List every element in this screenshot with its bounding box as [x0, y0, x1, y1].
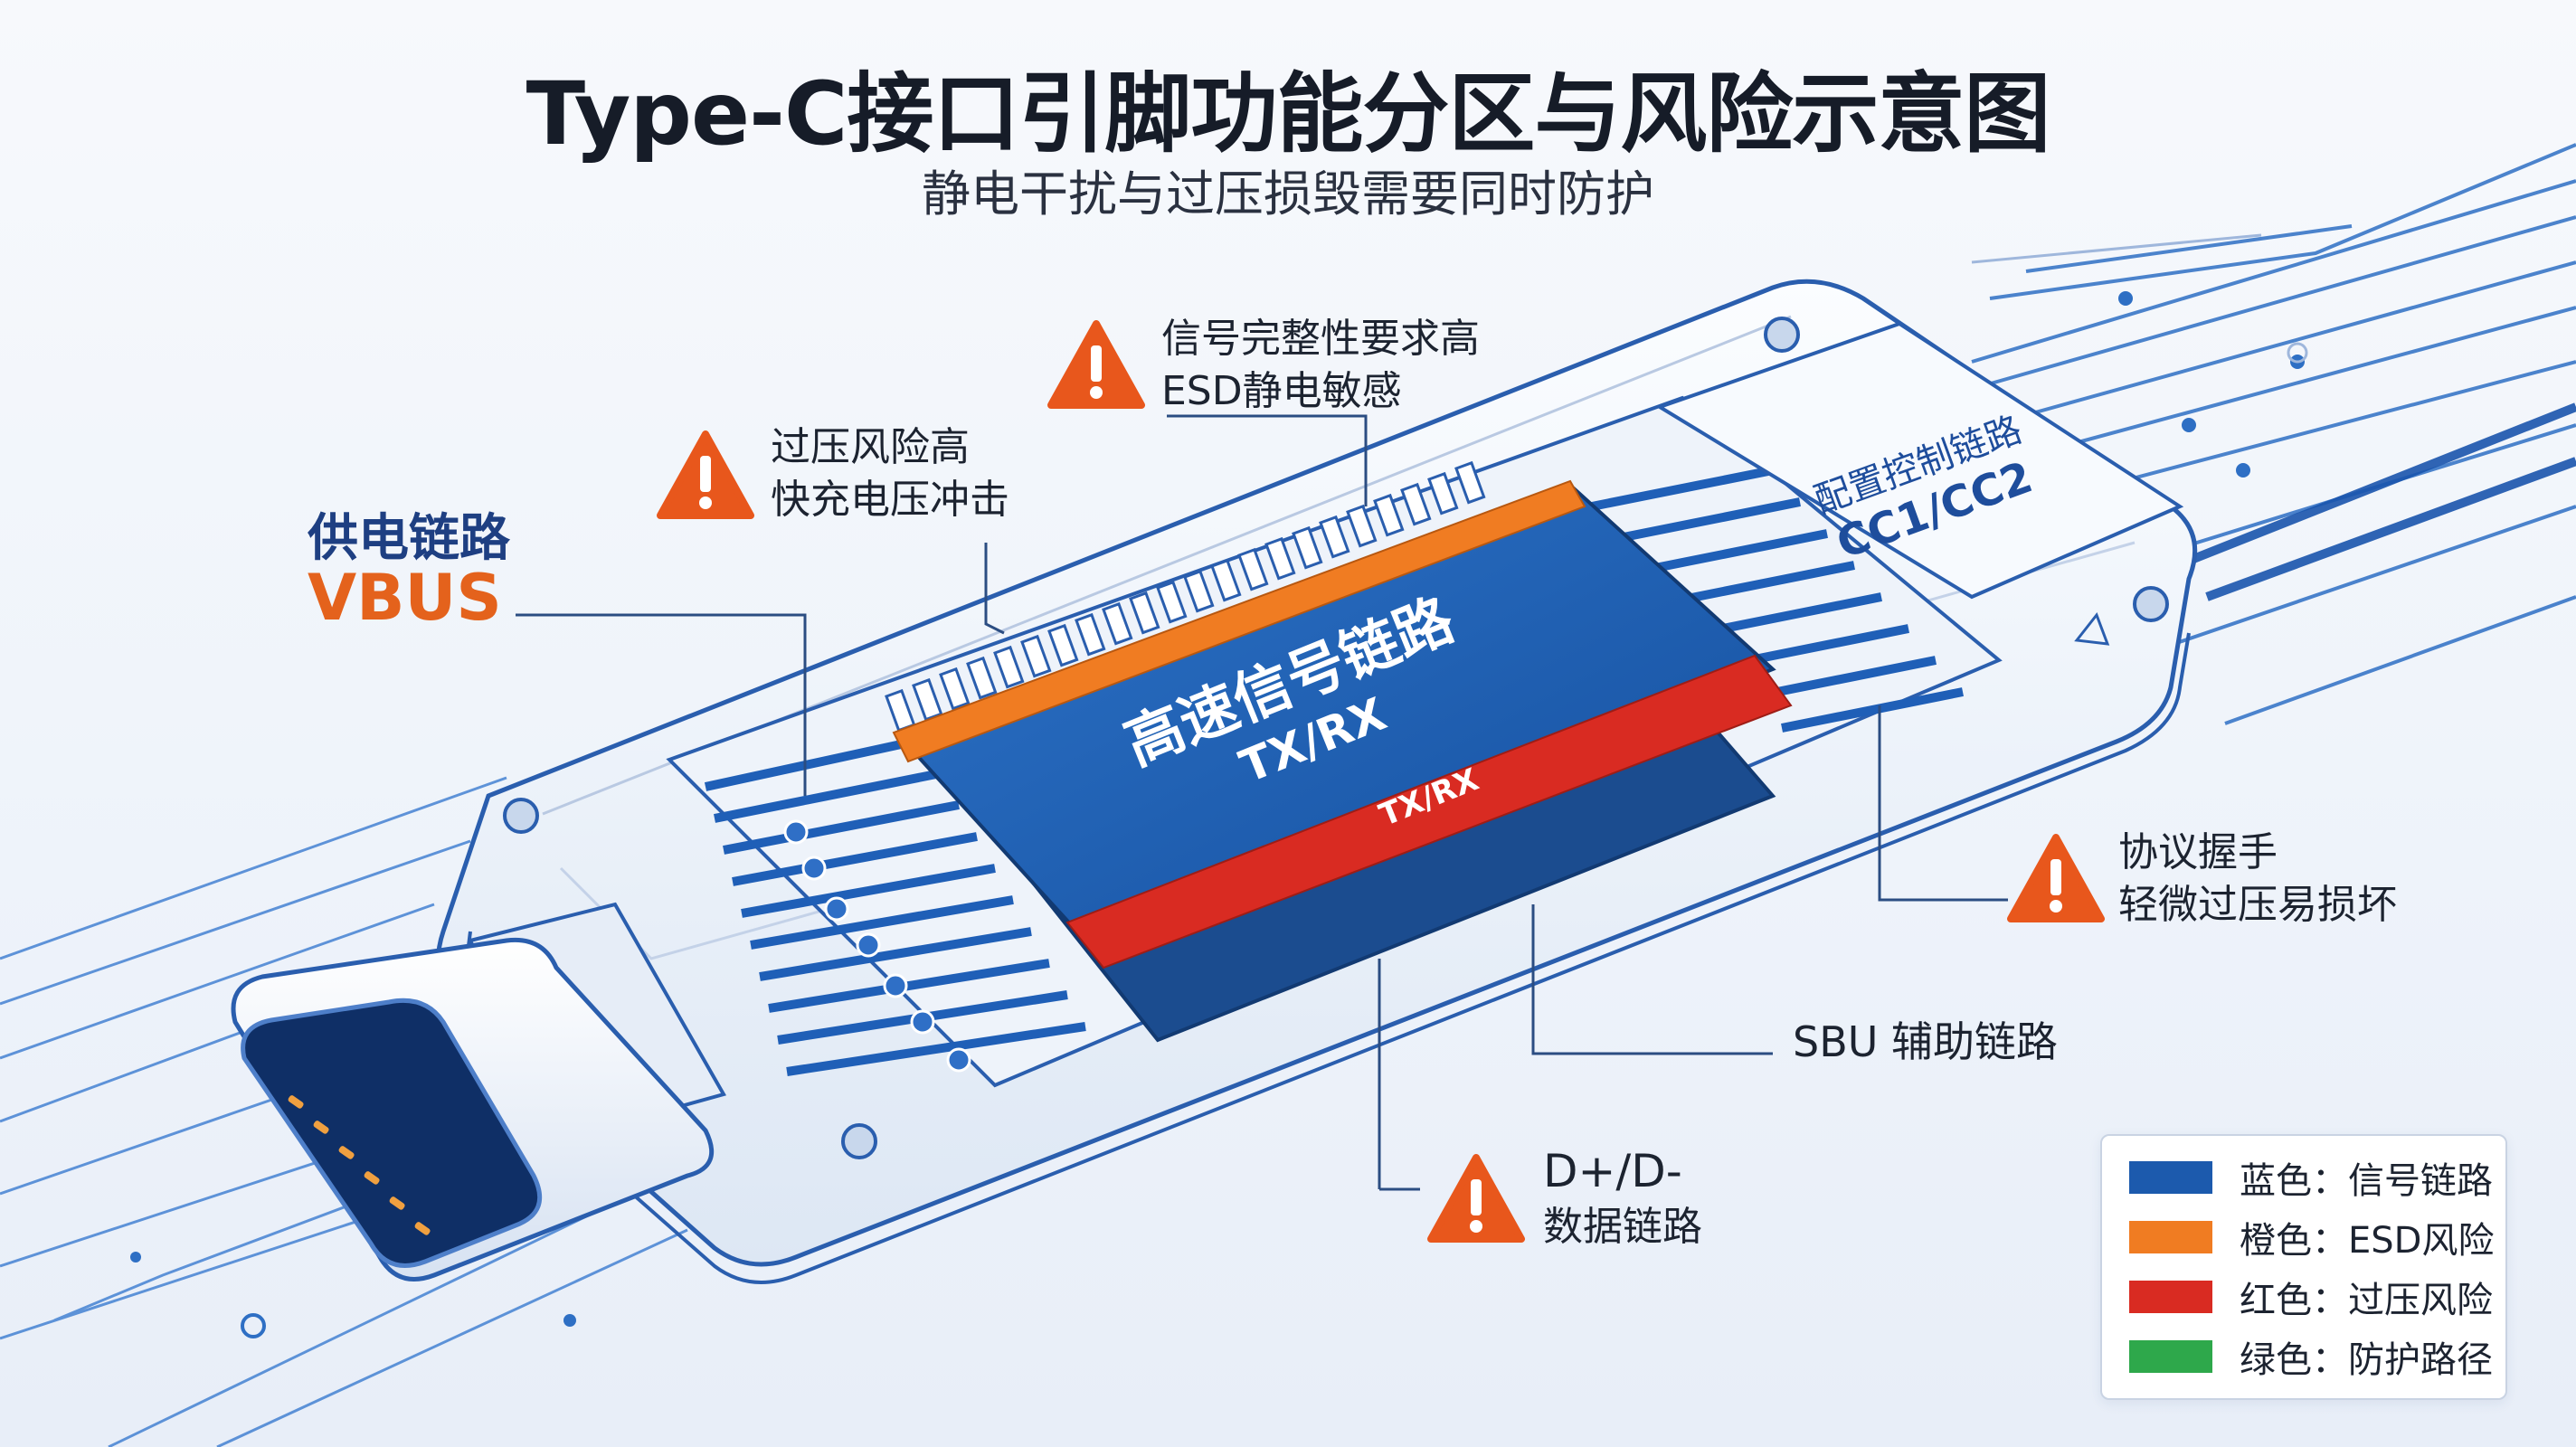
sbu-label: SBU 辅助链路	[1793, 1017, 2059, 1066]
legend-swatch	[2129, 1340, 2212, 1373]
protocol-line-1: 协议握手	[2118, 829, 2278, 875]
red-overvoltage-strip	[1065, 654, 1793, 969]
page-subtitle: 静电干扰与过压损毁需要同时防护	[922, 166, 1654, 222]
cc-block	[1655, 321, 2184, 600]
legend-item: 红色：过压风险	[2129, 1273, 2493, 1321]
signal-line-1: 信号完整性要求高	[1161, 316, 1480, 362]
protocol-callout: 协议握手 轻微过压易损坏	[2118, 827, 2397, 932]
signal-line-2: ESD静电敏感	[1161, 368, 1402, 415]
usb-c-plug	[231, 902, 727, 1281]
legend-item: 橙色：ESD风险	[2129, 1214, 2495, 1262]
legend-item: 绿色：防护路径	[2129, 1333, 2493, 1381]
warning-icon	[1047, 320, 1145, 409]
legend-item: 蓝色：信号链路	[2129, 1154, 2493, 1202]
leader-lines	[516, 414, 2008, 1191]
warning-icon	[657, 430, 754, 519]
dpdm-line-2: 数据链路	[1543, 1204, 1702, 1250]
overvoltage-callout: 过压风险高 快充电压冲击	[771, 421, 1009, 526]
overvoltage-line-1: 过压风险高	[771, 424, 970, 470]
legend: 蓝色：信号链路 橙色：ESD风险 红色：过压风险 绿色：防护路径	[2100, 1134, 2507, 1400]
background-circuit-lines-left	[0, 776, 688, 1447]
dpdm-line-1: D+/D-	[1543, 1145, 1682, 1197]
legend-swatch	[2129, 1221, 2212, 1253]
legend-label: 绿色：防护路径	[2240, 1339, 2493, 1381]
page-title: Type-C接口引脚功能分区与风险示意图	[526, 63, 2051, 165]
legend-swatch	[2129, 1281, 2212, 1313]
orange-esd-strip	[892, 479, 1586, 763]
dpdm-callout: D+/D- 数据链路	[1543, 1141, 1702, 1253]
pin-comb-top	[885, 460, 1486, 733]
vbus-code: VBUS	[308, 561, 502, 635]
vbus-title: 供电链路	[308, 509, 510, 568]
legend-label: 橙色：ESD风险	[2240, 1220, 2495, 1262]
legend-label: 红色：过压风险	[2240, 1280, 2493, 1321]
signal-callout: 信号完整性要求高 ESD静电敏感	[1161, 313, 1480, 418]
legend-label: 蓝色：信号链路	[2240, 1160, 2493, 1202]
warning-icon	[2007, 834, 2105, 922]
high-speed-chip	[892, 479, 1793, 1043]
protocol-line-2: 轻微过压易损坏	[2118, 882, 2397, 929]
legend-swatch	[2129, 1161, 2212, 1194]
warning-icon	[1427, 1154, 1525, 1243]
overvoltage-line-2: 快充电压冲击	[771, 477, 1009, 524]
